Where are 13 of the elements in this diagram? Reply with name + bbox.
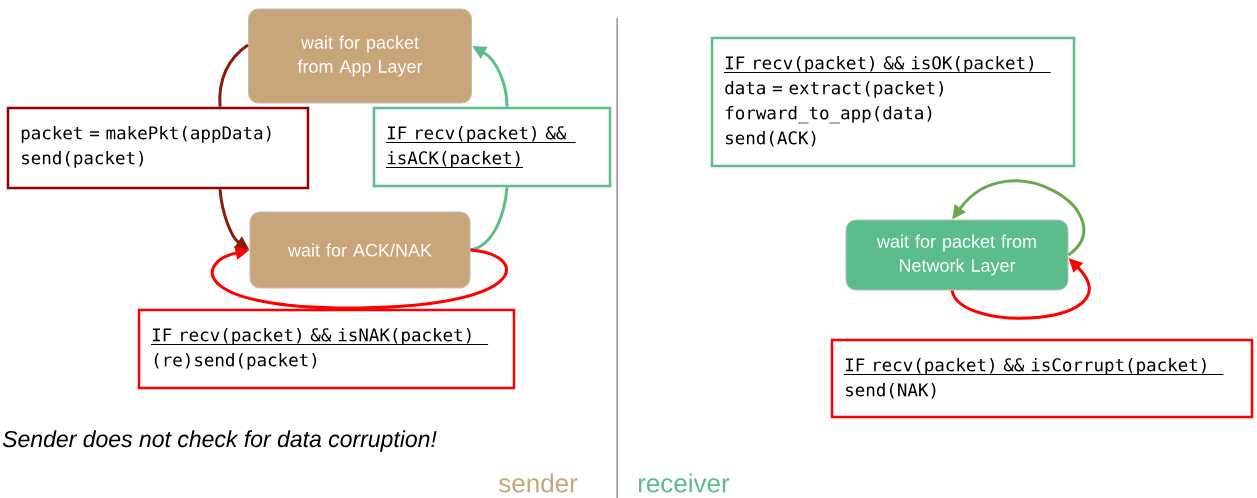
state-box: wait for packet from App Layer: [248, 8, 472, 104]
condition-box: IF recv(packet) && isOK(packet) data = extract(packet) forward_to_app(data) send(ACK): [710, 36, 1076, 168]
condition-box: packet = makePkt(appData) send(packet): [6, 106, 310, 190]
section-label: receiver: [638, 473, 730, 493]
condition-box: IF recv(packet) && isACK(packet): [372, 106, 612, 188]
state-box: wait for ACK/NAK: [249, 211, 471, 289]
note-text: Sender does not check for data corruption!: [2, 430, 437, 452]
transition-arrow: [211, 246, 508, 310]
section-label: sender: [499, 473, 578, 493]
state-box: wait for packet from Network Layer: [845, 219, 1069, 291]
condition-box: IF recv(packet) && isNAK(packet) (re)send(packet): [137, 308, 516, 390]
condition-box: IF recv(packet) && isCorrupt(packet) send(NAK): [830, 338, 1254, 419]
transition-arrow: [952, 179, 1085, 257]
